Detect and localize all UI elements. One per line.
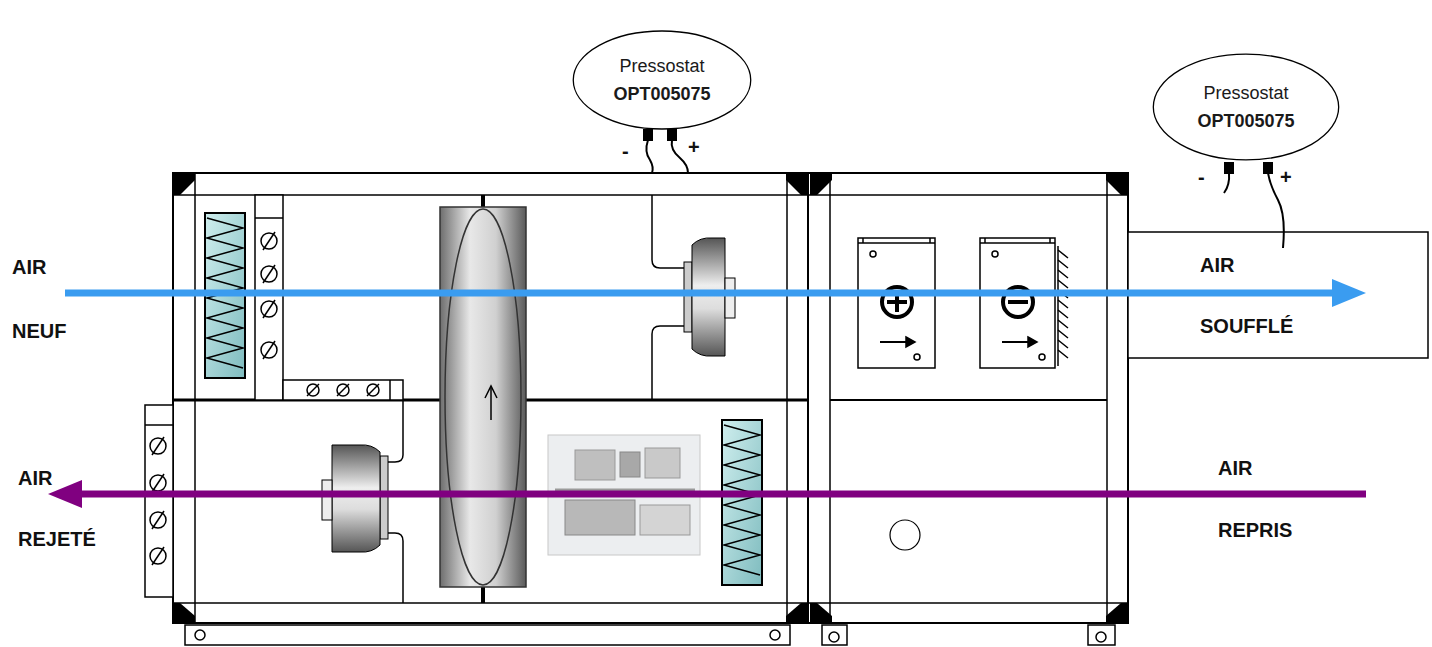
airflow-label: AIR — [1218, 457, 1252, 479]
supply-fan — [652, 195, 735, 400]
airflow-label: REPRIS — [1218, 519, 1292, 541]
port-sign: - — [622, 140, 629, 162]
airflow-label: REJETÉ — [18, 528, 96, 550]
airflow-label: AIR — [18, 467, 52, 489]
airflow-label: AIR — [12, 256, 46, 278]
extract-fan — [322, 400, 403, 603]
pressure-switch: PressostatOPT005075 — [1152, 53, 1340, 161]
heating-coil — [858, 238, 935, 368]
part-number: OPT005075 — [1197, 107, 1294, 135]
device-name: Pressostat — [1203, 79, 1288, 107]
part-number: OPT005075 — [613, 80, 710, 108]
ellipse-outline — [572, 30, 752, 130]
port-sign: + — [688, 136, 700, 158]
airflow-label: AIR — [1200, 254, 1234, 276]
corner-pieces — [173, 173, 1128, 623]
heat-wheel — [440, 195, 526, 603]
port-sign: + — [1280, 166, 1292, 188]
access-port — [890, 520, 920, 550]
airflow-label: SOUFFLÉ — [1200, 315, 1293, 337]
pressure-switch: PressostatOPT005075 — [572, 30, 752, 130]
device-name: Pressostat — [619, 52, 704, 80]
port-sign: - — [1198, 166, 1205, 188]
ellipse-outline — [1152, 53, 1340, 161]
unit-casing — [173, 173, 1428, 623]
cooling-coil — [980, 238, 1068, 368]
damper — [145, 195, 403, 597]
unit-feet — [185, 625, 1115, 645]
fresh-air-arrow — [65, 279, 1366, 307]
airflow-label: NEUF — [12, 320, 66, 342]
return-air-arrow — [48, 480, 1366, 508]
